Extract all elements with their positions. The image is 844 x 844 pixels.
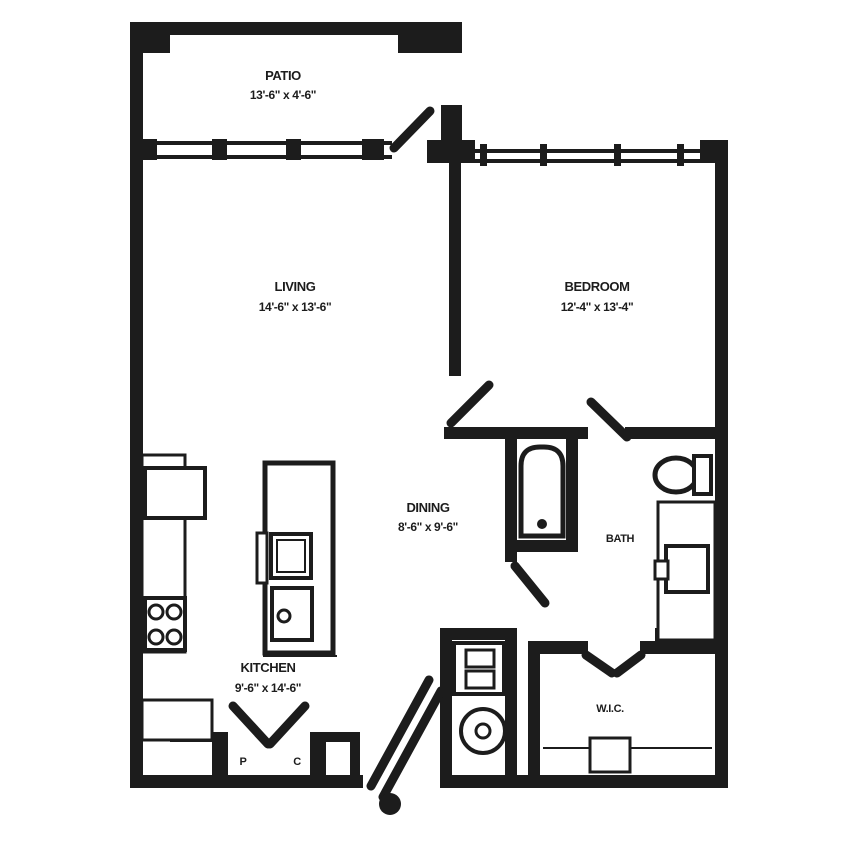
room-dims-living: 14'-6" x 13'-6" — [259, 300, 331, 314]
room-label-bath: BATH — [606, 533, 635, 545]
bath-fixtures — [518, 444, 717, 642]
window-mullion — [480, 144, 487, 166]
room-label-coat: C — [293, 756, 301, 768]
railing-post — [286, 139, 301, 160]
burner-icon — [147, 628, 165, 646]
closet-shelf-unit — [588, 736, 632, 774]
window-line — [462, 149, 715, 153]
window-mullion — [614, 144, 621, 166]
closet-bifold-door — [265, 701, 310, 749]
water-heater-center — [474, 722, 492, 740]
wall — [441, 105, 462, 151]
entry-door-leaf — [378, 686, 446, 802]
room-kitchen: KITCHEN 9'-6" x 14'-6" — [235, 660, 302, 695]
dryer-drum — [464, 669, 496, 690]
wall — [566, 437, 578, 552]
room-dims-kitchen: 9'-6" x 14'-6" — [235, 681, 301, 695]
wall — [130, 22, 143, 788]
wall — [528, 641, 588, 654]
patio-door — [389, 106, 435, 153]
closet-bifold-door — [228, 701, 273, 749]
railing-post — [142, 139, 157, 160]
wall — [715, 140, 728, 788]
wic-double-door — [612, 650, 646, 678]
entry-door-leaf — [366, 675, 434, 791]
counter-bottom — [140, 698, 214, 742]
washer-drum — [464, 648, 496, 669]
wall — [449, 163, 461, 376]
room-label-patio: PATIO — [265, 68, 301, 83]
bathtub-icon — [518, 444, 566, 539]
room-bedroom: BEDROOM 12'-4" x 13'-4" — [561, 279, 634, 314]
wall — [142, 35, 170, 53]
window-mullion — [677, 144, 684, 166]
sink-faucet — [653, 559, 670, 581]
hall-door — [446, 380, 494, 428]
railing-line — [142, 155, 392, 159]
railing-line — [142, 141, 392, 145]
wall — [310, 732, 326, 775]
burner-icon — [165, 628, 183, 646]
walls — [130, 22, 728, 788]
tub-drain — [537, 519, 547, 529]
wall — [505, 437, 517, 562]
bedroom-door — [586, 397, 632, 442]
room-label-bedroom: BEDROOM — [564, 279, 629, 294]
wall — [440, 628, 517, 640]
railing-post — [212, 139, 227, 160]
island-faucet-ledge — [255, 531, 269, 585]
wall — [130, 775, 363, 788]
window-mullion — [540, 144, 547, 166]
room-living: LIVING 14'-6" x 13'-6" — [259, 279, 332, 314]
toilet-icon — [652, 455, 700, 495]
bath-door — [510, 561, 550, 608]
wall — [625, 427, 715, 439]
wall — [350, 742, 360, 775]
vanity-sink-icon — [664, 544, 710, 594]
burner-icon — [147, 603, 165, 621]
laundry-fixtures — [379, 641, 712, 815]
wall — [130, 22, 462, 35]
room-label-wic: W.I.C. — [596, 703, 624, 715]
wall — [528, 641, 540, 775]
wall — [427, 140, 475, 163]
room-dims-bedroom: 12'-4" x 13'-4" — [561, 300, 633, 314]
room-label-dining: DINING — [406, 500, 449, 515]
wall — [212, 732, 228, 775]
burner-icon — [165, 603, 183, 621]
railing-post — [362, 139, 384, 160]
kitchen-fixtures — [140, 453, 337, 742]
toilet-tank — [692, 454, 713, 496]
wall — [440, 628, 452, 775]
room-dims-patio: 13'-6" x 4'-6" — [250, 88, 316, 102]
wall — [444, 427, 588, 439]
room-dining: DINING 8'-6" x 9'-6" — [398, 500, 458, 534]
island-sink-basin — [276, 539, 306, 573]
bedroom-window-wall — [462, 144, 715, 166]
wall — [326, 732, 360, 742]
room-patio: PATIO 13'-6" x 4'-6" — [250, 68, 317, 102]
room-label-pantry: P — [240, 756, 247, 768]
room-label-kitchen: KITCHEN — [241, 660, 296, 675]
wic-double-door — [581, 650, 617, 678]
wall — [505, 640, 517, 775]
window-line — [462, 159, 715, 163]
room-labels: PATIO 13'-6" x 4'-6" LIVING 14'-6" x 13'… — [235, 68, 635, 768]
doors — [228, 106, 646, 802]
wall — [506, 540, 578, 552]
refrigerator-icon — [143, 466, 207, 520]
wall — [398, 35, 462, 53]
patio-railing — [142, 139, 392, 160]
dishwasher-knob — [276, 608, 292, 624]
room-label-living: LIVING — [275, 279, 316, 294]
room-dims-dining: 8'-6" x 9'-6" — [398, 520, 458, 534]
wall — [440, 775, 728, 788]
wall — [640, 641, 715, 654]
entry-door-knob-icon — [379, 793, 401, 815]
